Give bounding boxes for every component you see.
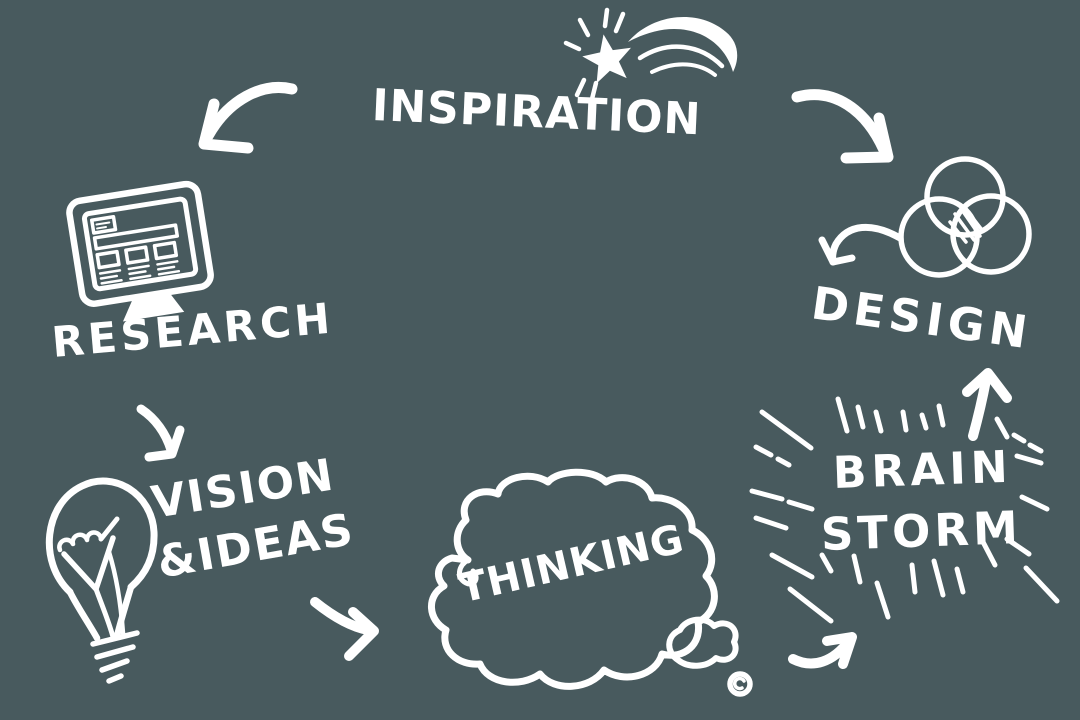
arrow-inspiration-to-research — [198, 82, 298, 154]
node-label-storm: STORM — [820, 501, 1023, 561]
venn-circles-icon — [898, 156, 1032, 278]
burst-rays-icon — [749, 396, 1060, 624]
lightbulb-fist-icon — [45, 477, 158, 684]
arrow-design-pointer — [818, 223, 904, 266]
thought-cloud-icon — [428, 468, 753, 697]
shooting-star-icon — [563, 7, 738, 102]
node-label-brain: BRAIN — [832, 441, 1014, 499]
arrow-thinking-to-brainstorm — [788, 632, 857, 669]
arrow-inspiration-to-design — [791, 89, 894, 164]
arrow-research-to-vision — [136, 404, 185, 462]
monitor-wireframe-icon — [66, 180, 214, 322]
arrow-vision-to-thinking — [310, 597, 379, 661]
arrow-brainstorm-to-design — [962, 368, 1012, 441]
